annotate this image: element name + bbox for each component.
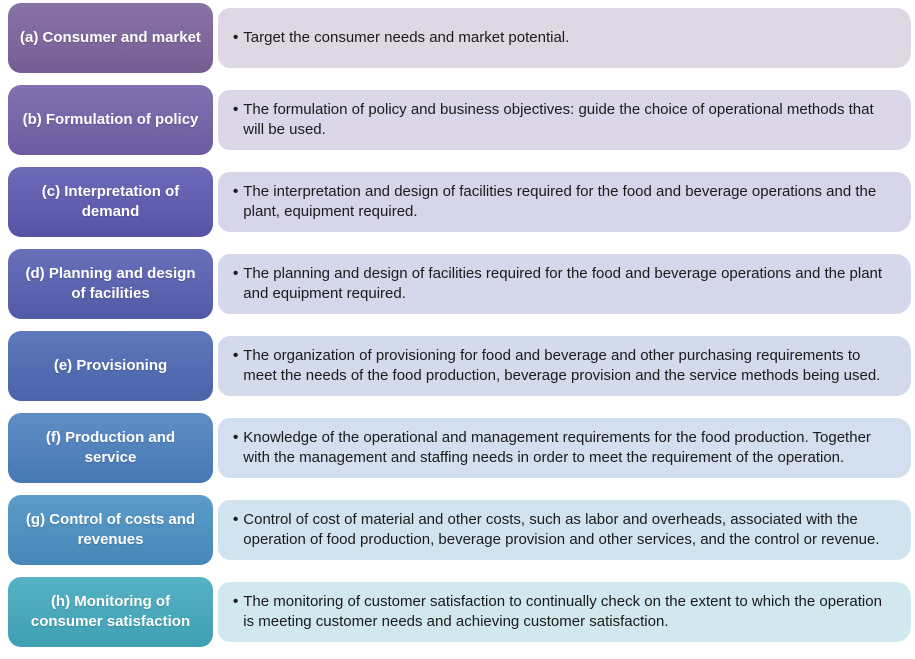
row-label-box: (f) Production and service bbox=[8, 413, 213, 483]
diagram-row: (d) Planning and design of facilities • … bbox=[8, 249, 915, 319]
bullet-icon: • bbox=[233, 101, 239, 118]
row-content: • Control of cost of material and other … bbox=[233, 510, 883, 550]
row-content: • Target the consumer needs and market p… bbox=[233, 28, 569, 48]
row-content: • The planning and design of facilities … bbox=[233, 264, 883, 304]
row-content-column: • The monitoring of customer satisfactio… bbox=[218, 577, 911, 647]
bullet-icon: • bbox=[233, 429, 239, 446]
diagram-row: (f) Production and service • Knowledge o… bbox=[8, 413, 915, 483]
row-content-column: • Target the consumer needs and market p… bbox=[218, 3, 911, 73]
row-content-box: • The monitoring of customer satisfactio… bbox=[218, 582, 911, 642]
row-label: (g) Control of costs and revenues bbox=[25, 511, 196, 548]
row-label-box: (a) Consumer and market bbox=[8, 3, 213, 73]
row-description: Knowledge of the operational and managem… bbox=[243, 429, 871, 466]
row-content: • Knowledge of the operational and manag… bbox=[233, 428, 883, 468]
row-content-column: • The organization of provisioning for f… bbox=[218, 331, 911, 401]
row-label-box: (b) Formulation of policy bbox=[8, 85, 213, 155]
diagram-row: (h) Monitoring of consumer satisfaction … bbox=[8, 577, 915, 647]
row-content-column: • Knowledge of the operational and manag… bbox=[218, 413, 911, 483]
bullet-icon: • bbox=[233, 347, 239, 364]
row-label: (f) Production and service bbox=[45, 429, 176, 466]
row-content-box: • The organization of provisioning for f… bbox=[218, 336, 911, 396]
row-content-column: • Control of cost of material and other … bbox=[218, 495, 911, 565]
row-description: The organization of provisioning for foo… bbox=[243, 347, 881, 384]
bullet-icon: • bbox=[233, 265, 239, 282]
row-label: (a) Consumer and market bbox=[20, 29, 201, 46]
row-content-box: • The interpretation and design of facil… bbox=[218, 172, 911, 232]
row-content-box: • The planning and design of facilities … bbox=[218, 254, 911, 314]
row-content-box: • Target the consumer needs and market p… bbox=[218, 8, 911, 68]
row-description: The interpretation and design of facilit… bbox=[243, 183, 877, 220]
bullet-icon: • bbox=[233, 511, 239, 528]
bullet-icon: • bbox=[233, 593, 239, 610]
row-content-column: • The interpretation and design of facil… bbox=[218, 167, 911, 237]
row-label-box: (e) Provisioning bbox=[8, 331, 213, 401]
row-label: (c) Interpretation of demand bbox=[41, 183, 180, 220]
row-description: The planning and design of facilities re… bbox=[243, 265, 883, 302]
row-label: (d) Planning and design of facilities bbox=[25, 265, 196, 302]
row-label: (b) Formulation of policy bbox=[22, 111, 199, 128]
bullet-icon: • bbox=[233, 29, 239, 46]
row-label-box: (d) Planning and design of facilities bbox=[8, 249, 213, 319]
row-content: • The organization of provisioning for f… bbox=[233, 346, 883, 386]
row-content-column: • The planning and design of facilities … bbox=[218, 249, 911, 319]
row-content: • The monitoring of customer satisfactio… bbox=[233, 592, 883, 632]
diagram-row: (e) Provisioning • The organization of p… bbox=[8, 331, 915, 401]
row-label-box: (g) Control of costs and revenues bbox=[8, 495, 213, 565]
diagram-row: (c) Interpretation of demand • The inter… bbox=[8, 167, 915, 237]
row-description: The monitoring of customer satisfaction … bbox=[243, 593, 882, 630]
diagram-row: (g) Control of costs and revenues • Cont… bbox=[8, 495, 915, 565]
row-description: The formulation of policy and business o… bbox=[243, 101, 874, 138]
row-content-column: • The formulation of policy and business… bbox=[218, 85, 911, 155]
row-label: (h) Monitoring of consumer satisfaction bbox=[30, 593, 191, 630]
bullet-icon: • bbox=[233, 183, 239, 200]
row-content-box: • The formulation of policy and business… bbox=[218, 90, 911, 150]
row-content: • The formulation of policy and business… bbox=[233, 100, 883, 140]
diagram-row: (b) Formulation of policy • The formulat… bbox=[8, 85, 915, 155]
row-label: (e) Provisioning bbox=[53, 357, 168, 374]
row-content: • The interpretation and design of facil… bbox=[233, 182, 883, 222]
row-label-box: (h) Monitoring of consumer satisfaction bbox=[8, 577, 213, 647]
row-description: Target the consumer needs and market pot… bbox=[243, 29, 570, 46]
row-content-box: • Control of cost of material and other … bbox=[218, 500, 911, 560]
row-label-box: (c) Interpretation of demand bbox=[8, 167, 213, 237]
row-content-box: • Knowledge of the operational and manag… bbox=[218, 418, 911, 478]
row-description: Control of cost of material and other co… bbox=[243, 511, 880, 548]
diagram-row: (a) Consumer and market • Target the con… bbox=[8, 3, 915, 73]
